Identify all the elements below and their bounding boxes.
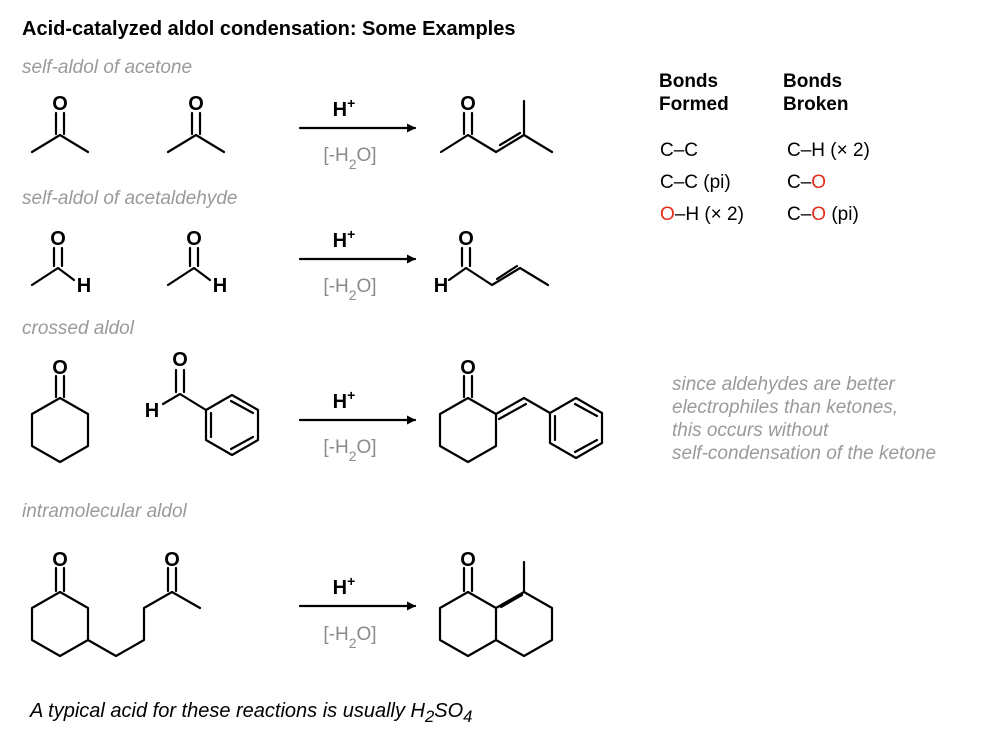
bond-formed-item: C–C — [660, 140, 699, 161]
bond-broken-item: C–H (× 2) — [787, 140, 870, 161]
reaction-label-crossed: crossed aldol — [22, 318, 134, 339]
atom-oxygen: O — [460, 357, 476, 379]
condition-dehydration: [-H2O] — [323, 624, 376, 651]
atom-oxygen: O — [52, 93, 68, 115]
bond-formed-item: O–H (× 2) — [660, 204, 744, 225]
atom-oxygen: O — [50, 228, 66, 250]
atom-hydrogen: H — [145, 400, 159, 422]
bond-formed-item: C–C (pi) — [660, 172, 731, 193]
diketone-molecule — [30, 566, 202, 658]
condition-dehydration: [-H2O] — [323, 276, 376, 303]
atom-oxygen: O — [186, 228, 202, 250]
reaction-label-acetaldehyde: self-aldol of acetaldehyde — [22, 188, 238, 209]
reagent-acid: H+ — [333, 226, 356, 252]
benzylidene-cyclohexanone-product — [438, 374, 604, 464]
reagent-acid: H+ — [333, 573, 356, 599]
benzaldehyde-molecule — [161, 368, 260, 457]
atom-oxygen: O — [460, 93, 476, 115]
reagent-acid: H+ — [333, 95, 356, 121]
condition-dehydration: [-H2O] — [323, 437, 376, 464]
bicyclic-enone-product — [438, 560, 554, 658]
atom-oxygen: O — [460, 549, 476, 571]
bonds-broken-header: Bonds Broken — [783, 71, 849, 115]
atom-oxygen: O — [172, 349, 188, 371]
selectivity-note: since aldehydes are better electrophiles… — [672, 374, 937, 464]
acetone-molecule-2 — [166, 111, 226, 154]
acetaldehyde-molecule-1 — [30, 246, 76, 287]
reaction-label-acetone: self-aldol of acetone — [22, 57, 193, 78]
crotonaldehyde-product — [447, 246, 550, 287]
reaction-label-intramolecular: intramolecular aldol — [22, 501, 187, 522]
bond-broken-item: C–O (pi) — [787, 204, 859, 225]
acetone-molecule-1 — [30, 111, 90, 154]
page-title: Acid-catalyzed aldol condensation: Some … — [22, 18, 516, 40]
atom-hydrogen: H — [213, 275, 227, 297]
atom-hydrogen: H — [77, 275, 91, 297]
atom-oxygen: O — [52, 357, 68, 379]
cyclohexanone-molecule — [30, 374, 90, 464]
atom-oxygen: O — [188, 93, 204, 115]
reagent-acid: H+ — [333, 387, 356, 413]
atom-hydrogen: H — [434, 275, 448, 297]
atom-oxygen: O — [164, 549, 180, 571]
bond-broken-item: C–O — [787, 172, 827, 193]
acetaldehyde-molecule-2 — [166, 246, 212, 287]
atom-oxygen: O — [52, 549, 68, 571]
atom-oxygen: O — [458, 228, 474, 250]
condition-dehydration: [-H2O] — [323, 145, 376, 172]
mesityl-oxide-product — [439, 99, 554, 154]
footer-note: A typical acid for these reactions is us… — [30, 700, 473, 726]
bonds-formed-header: Bonds Formed — [659, 71, 729, 115]
